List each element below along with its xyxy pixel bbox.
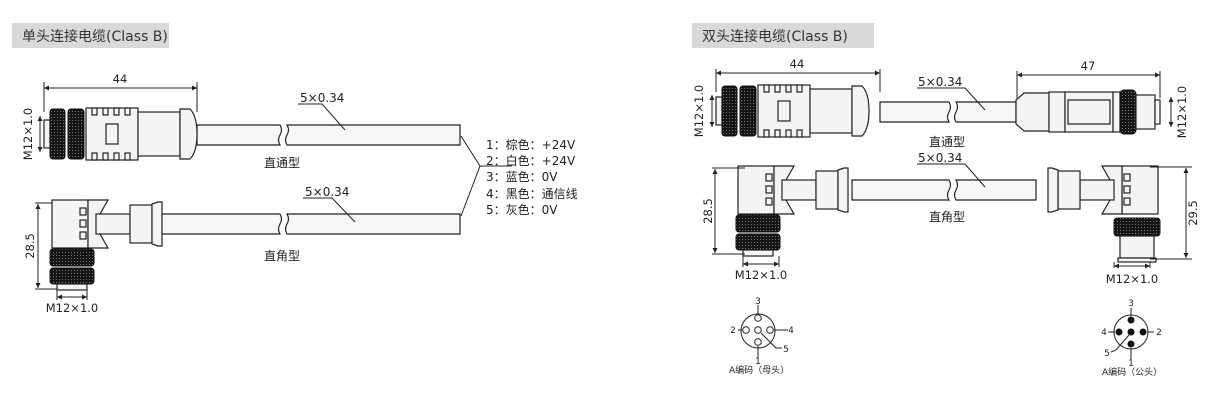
height-dim-label: 28.5 [23, 233, 37, 259]
right-thread-dim-label: M12×1.0 [1175, 86, 1189, 138]
wiring-legend: 1：棕色：+24V 2：白色：+24V 3：蓝色：0V 4：黑色：通信线 5：灰… [460, 135, 578, 217]
pin-5: 5 [783, 345, 789, 355]
pin-5: 5 [1104, 349, 1110, 359]
pin-3: 3 [1128, 299, 1134, 309]
pinout-male: 3 4 2 5 1 A编码（公头） [1101, 299, 1162, 378]
right-straight-assembly: 44 47 M12×1.0 M12×1.0 5×0.34 直通型 [692, 57, 1189, 149]
right-thread-dim-label: M12×1.0 [1106, 272, 1158, 286]
right-title-box [692, 23, 874, 48]
cable [196, 124, 283, 146]
left-thread-dim-label: M12×1.0 [692, 85, 706, 137]
type-label: 直通型 [264, 156, 300, 170]
pin-4: 4 [788, 326, 794, 336]
right-height-dim-label: 29.5 [1186, 200, 1200, 226]
right-angle-female-connector [49, 199, 163, 291]
wire-4: 4：黑色：通信线 [486, 187, 578, 201]
wire-1: 1：棕色：+24V [486, 137, 576, 152]
left-length-dim-label: 44 [790, 57, 805, 71]
left-straight-assembly: 44 M12×1.0 5×0.34 直通型 [21, 72, 461, 170]
pin-2: 2 [730, 326, 736, 336]
thread-dim-label: M12×1.0 [21, 108, 35, 160]
pin-1: 1 [755, 357, 761, 367]
wire-3: 3：蓝色：0V [486, 170, 558, 184]
length-dim-label: 44 [113, 72, 128, 86]
pin-4: 4 [1101, 328, 1107, 338]
right-right-angle-assembly: 28.5 29.5 M12×1.0 M12×1.0 5×0.34 直角型 [701, 151, 1200, 286]
right-length-dim-label: 47 [1081, 59, 1096, 73]
pin-3: 3 [755, 297, 761, 307]
straight-female-connector [43, 107, 198, 161]
cable-spec-label: 5×0.34 [918, 151, 962, 165]
left-title: 单头连接电缆(Class B) [22, 28, 168, 45]
cable-spec-leader [298, 103, 346, 131]
right-panel: 双头连接电缆(Class B) 44 47 M12×1.0 M12×1.0 5×… [692, 23, 1200, 378]
thread-dim-label: M12×1.0 [46, 301, 98, 315]
wire-fan-lines [460, 135, 481, 217]
left-thread-dim-label: M12×1.0 [735, 268, 787, 282]
left-height-dim-label: 28.5 [701, 198, 715, 224]
straight-male-connector [1015, 89, 1161, 135]
cable-spec-label: 5×0.34 [300, 91, 344, 105]
straight-female-connector [715, 84, 870, 138]
left-panel: 单头连接电缆(Class B) 44 M12×1.0 5×0.34 直通型 28… [12, 23, 578, 315]
right-angle-female-connector [735, 165, 849, 257]
left-right-angle-assembly: 28.5 M12×1.0 5×0.34 直角型 [23, 185, 461, 315]
pin-2: 2 [1156, 328, 1162, 338]
pinout-caption: A编码（母头） [729, 364, 789, 376]
pinout-caption: A编码（公头） [1102, 366, 1162, 378]
left-title-box [12, 23, 169, 48]
right-title: 双头连接电缆(Class B) [702, 28, 848, 45]
type-label: 直角型 [264, 249, 300, 263]
wire-5: 5：灰色：0V [486, 203, 558, 217]
cable-spec-label: 5×0.34 [918, 75, 962, 89]
pinout-female: 3 2 4 5 1 A编码（母头） [729, 297, 794, 376]
type-label: 直角型 [929, 210, 965, 224]
pin-1: 1 [1128, 359, 1134, 369]
type-label: 直通型 [929, 135, 965, 149]
right-angle-male-connector [1047, 165, 1161, 263]
cable-spec-label: 5×0.34 [305, 185, 349, 199]
wire-2: 2：白色：+24V [486, 153, 576, 168]
